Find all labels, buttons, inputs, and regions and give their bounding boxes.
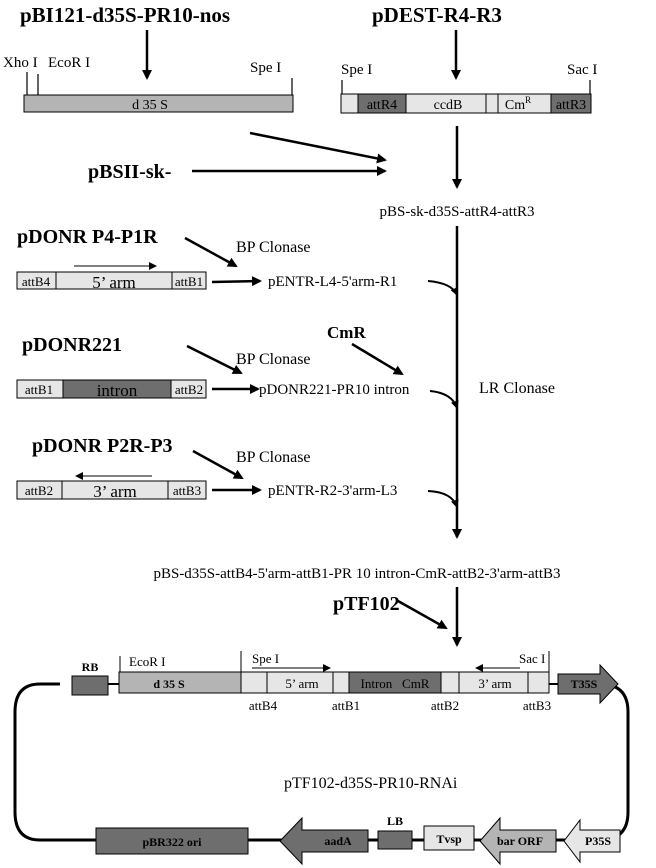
entry3-box xyxy=(16,480,207,500)
p35s-label: P35S xyxy=(585,834,611,848)
site-xho: Xho I xyxy=(3,55,38,71)
site-sac-1: Sac I xyxy=(567,62,597,78)
final-plasmid-name: pTF102-d35S-PR10-RNAi xyxy=(284,775,458,792)
cmr-label: CmR xyxy=(327,323,366,342)
donor-d221: pDONR221 xyxy=(22,334,122,356)
lr-clonase: LR Clonase xyxy=(479,380,555,397)
bar-orf-arrow xyxy=(479,816,557,866)
cm-label: CmR xyxy=(505,95,531,113)
entry1-att-left: attB4 xyxy=(22,274,51,289)
entry3-att-right: attB3 xyxy=(173,483,201,498)
lb-label: LB xyxy=(387,814,403,828)
tvsp-label: Tvsp xyxy=(436,832,462,846)
final-sac: Sac I xyxy=(519,651,545,666)
intron-box xyxy=(62,379,172,399)
p35s-arrow xyxy=(563,818,621,864)
attr3-label: attR3 xyxy=(556,98,586,113)
rb-label: RB xyxy=(82,660,99,674)
final-arm3: 3’ arm xyxy=(478,676,511,691)
final-spe: Spe I xyxy=(252,651,279,666)
d35s-box-1 xyxy=(23,94,294,113)
vector2-title: pDEST-R4-R3 xyxy=(372,3,502,27)
intermediate1: pBS-sk-d35S-attR4-attR3 xyxy=(379,204,534,220)
attr4-label: attR4 xyxy=(367,98,397,113)
final-intron-cmr: Intron CmR xyxy=(361,676,430,691)
final-ecor: EcoR I xyxy=(129,654,165,669)
arrow-cmr xyxy=(351,342,404,376)
attr3-box xyxy=(550,93,592,114)
site-spe-1: Spe I xyxy=(250,60,281,76)
pbr322-box xyxy=(95,827,249,855)
final-intron-box xyxy=(348,671,442,694)
entry1-att-right: attB1 xyxy=(175,274,203,289)
arrow-bp-1 xyxy=(184,236,238,268)
intermediate2: pBS-d35S-attB4-5'arm-attB1-PR 10 intron-… xyxy=(153,566,560,582)
donor-p4p1r: pDONR P4-P1R xyxy=(17,226,158,248)
pbsii-title: pBSII-sk- xyxy=(88,161,171,183)
final-d35s-box xyxy=(118,671,242,694)
vector1-title: pBI121-d35S-PR10-nos xyxy=(20,3,230,27)
entry3-product: pENTR-R2-3'arm-L3 xyxy=(268,483,397,499)
final-attb3: attB3 xyxy=(523,698,551,713)
final-attb4: attB4 xyxy=(249,698,278,713)
attr4-box xyxy=(357,93,407,114)
entry2-att-left: attB1 xyxy=(25,382,53,397)
entry1-box xyxy=(16,271,207,290)
ccdb-label: ccdB xyxy=(434,98,463,113)
entry2-insert: intron xyxy=(97,381,138,400)
curve-entry3 xyxy=(427,490,459,508)
final-d35s-label: d 35 S xyxy=(153,677,185,691)
lb-box xyxy=(377,830,413,850)
entry1-product: pENTR-L4-5'arm-R1 xyxy=(268,274,397,290)
ptf102-title: pTF102 xyxy=(333,593,400,615)
t35s-label: T35S xyxy=(571,677,598,691)
arrow-d35s-to-pbs xyxy=(249,131,387,164)
pbr322-label: pBR322 ori xyxy=(142,835,202,849)
donor-p2rp3: pDONR P2R-P3 xyxy=(32,435,173,457)
curve-entry1 xyxy=(427,280,458,296)
site-ecor: EcoR I xyxy=(48,55,90,71)
arrow-ptf102 xyxy=(397,599,448,630)
rb-box xyxy=(71,675,109,696)
bp-clonase-1: BP Clonase xyxy=(236,239,311,256)
final-attb2: attB2 xyxy=(431,698,459,713)
arrow-entry1 xyxy=(211,276,262,287)
aada-label: aadA xyxy=(324,834,352,848)
site-spe-2: Spe I xyxy=(341,62,372,78)
arrow-bp-3 xyxy=(192,449,244,480)
bp-clonase-3: BP Clonase xyxy=(236,449,311,466)
entry2-product: pDONR221-PR10 intron xyxy=(259,382,410,398)
bp-clonase-2: BP Clonase xyxy=(236,351,311,368)
entry3-att-left: attB2 xyxy=(25,483,53,498)
final-arm5: 5’ arm xyxy=(285,676,318,691)
entry2-att-right: attB2 xyxy=(175,382,203,397)
aada-arrow xyxy=(279,816,369,866)
final-attb1: attB1 xyxy=(332,698,360,713)
entry3-insert: 3’ arm xyxy=(93,482,137,501)
t35s-arrow xyxy=(557,663,619,705)
d35s-label-1: d 35 S xyxy=(132,98,168,113)
bar-orf-label: bar ORF xyxy=(497,834,543,848)
entry1-insert: 5’ arm xyxy=(92,273,136,292)
arrow-bp-2 xyxy=(186,344,243,375)
curve-entry2 xyxy=(429,390,459,409)
tvsp-box xyxy=(423,825,475,851)
